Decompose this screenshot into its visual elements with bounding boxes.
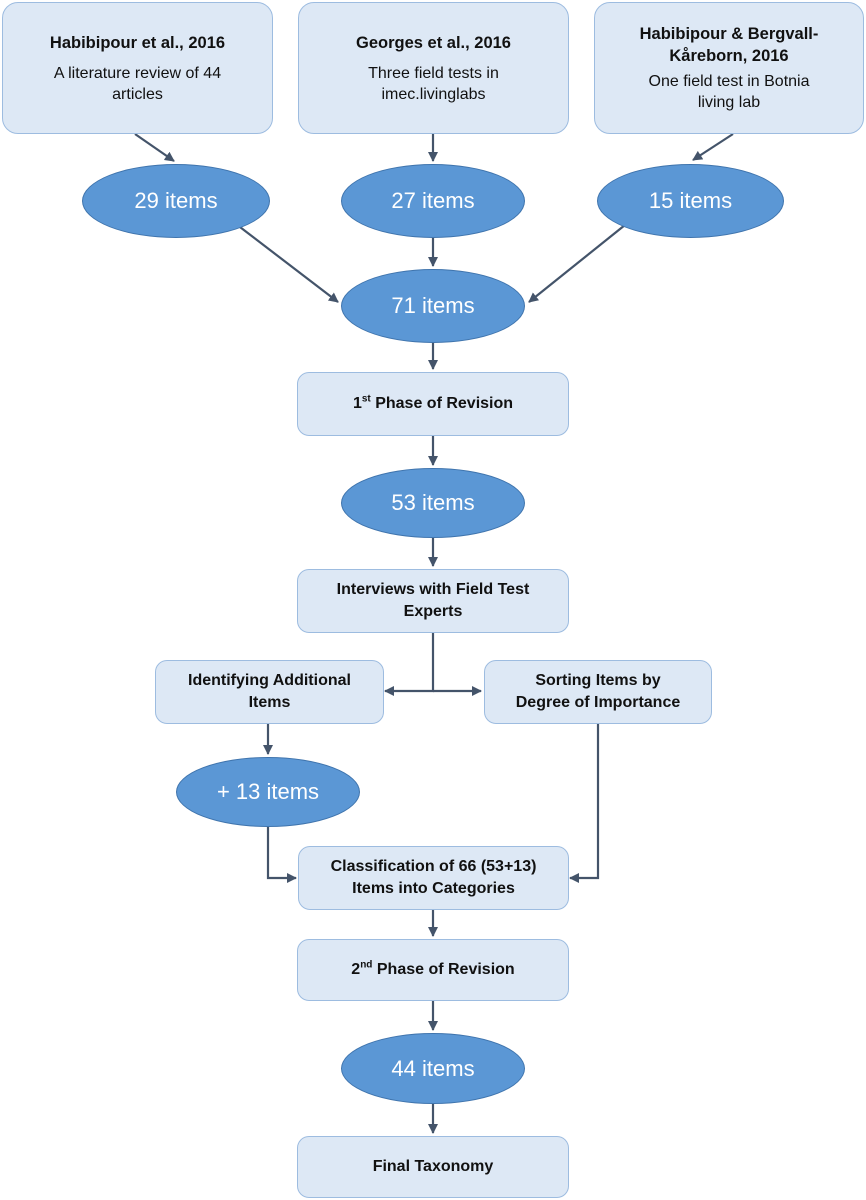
step-label: Interviews with Field Test Experts [336, 581, 530, 620]
step-identifying-additional-items: Identifying Additional Items [155, 660, 384, 724]
step-label: Final Taxonomy [372, 1158, 494, 1175]
source-title: Georges et al., 2016 [355, 33, 511, 52]
step-final-taxonomy: Final Taxonomy [297, 1136, 569, 1198]
arrow-src1-to-29 [134, 133, 175, 162]
source-box-field-test-botnia: Habibipour & Bergvall-Kåreborn, 2016 One… [594, 2, 864, 134]
step-label: Identifying Additional Items [188, 672, 351, 711]
step-interviews: Interviews with Field Test Experts [297, 569, 569, 633]
source-description: A literature review of 44 articles [53, 64, 222, 103]
step-label: 2nd Phase of Revision [351, 959, 515, 978]
step-label: Sorting Items by Degree of Importance [515, 672, 681, 711]
step-classification: Classification of 66 (53+13) Items into … [298, 846, 569, 910]
step-label: Classification of 66 (53+13) Items into … [330, 858, 537, 897]
count-ellipse-29: 29 items [82, 164, 270, 238]
source-description: Three field tests in imec.livinglabs [368, 64, 499, 103]
source-title: Habibipour et al., 2016 [49, 33, 226, 52]
step-second-phase-of-revision: 2nd Phase of Revision [297, 939, 569, 1001]
count-ellipse-53: 53 items [341, 468, 525, 538]
count-ellipse-plus-13: + 13 items [176, 757, 360, 827]
arrow-src3-to-15 [692, 133, 734, 161]
source-box-literature-review: Habibipour et al., 2016 A literature rev… [2, 2, 273, 134]
source-box-field-tests-imec: Georges et al., 2016 Three field tests i… [298, 2, 569, 134]
source-description: One field test in Botnia living lab [648, 73, 810, 111]
step-sorting-items: Sorting Items by Degree of Importance [484, 660, 712, 724]
arrow-interviews-to-identify [384, 632, 435, 696]
step-first-phase-of-revision: 1st Phase of Revision [297, 372, 569, 436]
count-ellipse-71: 71 items [341, 269, 525, 343]
count-ellipse-27: 27 items [341, 164, 525, 238]
count-ellipse-15: 15 items [597, 164, 784, 238]
arrow-15-to-71 [528, 224, 626, 303]
arrow-sorting-to-classification [569, 724, 600, 883]
arrow-29-to-71 [235, 223, 339, 303]
source-title: Habibipour & Bergvall-Kåreborn, 2016 [639, 25, 819, 65]
step-label: 1st Phase of Revision [352, 393, 514, 412]
arrow-13-to-classification [266, 826, 297, 883]
count-ellipse-44: 44 items [341, 1033, 525, 1104]
